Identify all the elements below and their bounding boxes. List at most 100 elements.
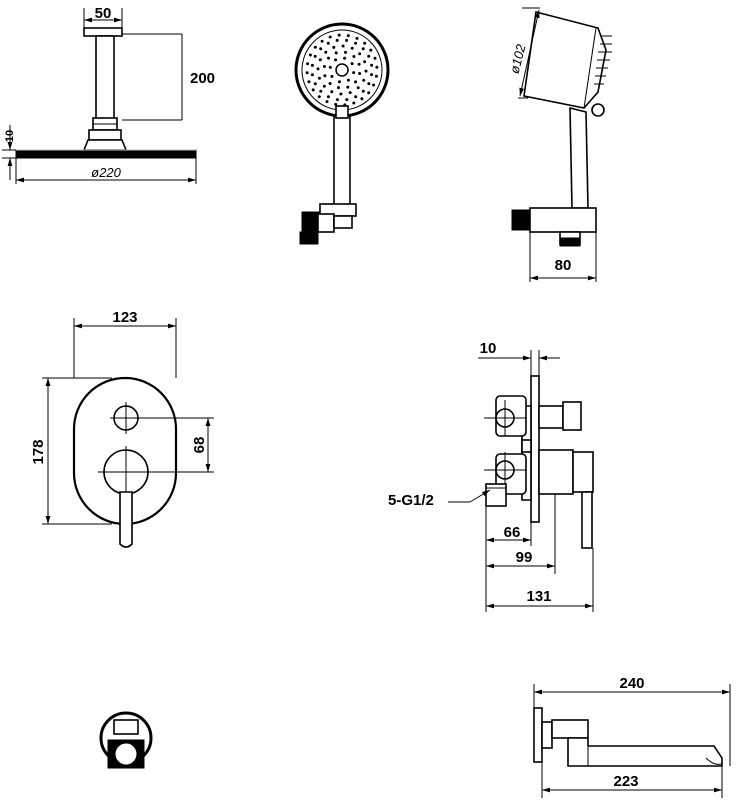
label-spout-total: 240 xyxy=(619,675,644,692)
nozzle-dot xyxy=(317,95,321,99)
nozzle-dot xyxy=(335,98,339,102)
dim-spout-total: 240 xyxy=(533,675,731,766)
nozzle-dot xyxy=(372,83,376,87)
nozzle-dot xyxy=(334,58,338,62)
nozzle-dot xyxy=(322,84,326,88)
nozzle-dot xyxy=(361,89,365,93)
label-plate-height: 178 xyxy=(30,439,47,464)
dim-plate-thickness: 10 xyxy=(478,340,560,376)
nozzle-dot xyxy=(358,52,362,56)
nozzle-dot xyxy=(318,58,322,62)
hand-shower-side xyxy=(511,11,612,247)
nozzle-dot xyxy=(354,95,358,99)
nozzle-dot xyxy=(367,82,371,86)
nozzle-dot xyxy=(375,65,379,69)
nozzle-dot xyxy=(346,78,350,82)
nozzle-dot xyxy=(352,55,356,58)
nozzle-dot xyxy=(356,86,360,90)
nozzle-dot xyxy=(320,39,324,43)
nozzle-dot xyxy=(345,98,349,102)
nozzle-dot xyxy=(322,65,326,68)
spout-side xyxy=(533,707,723,767)
nozzle-dot xyxy=(357,62,361,66)
nozzle-dot xyxy=(350,46,354,50)
rain-shower-head xyxy=(15,27,197,159)
nozzle-dot xyxy=(328,82,332,85)
nozzle-dot xyxy=(352,101,356,105)
nozzle-dot xyxy=(345,38,349,42)
nozzle-dot xyxy=(346,85,350,89)
nozzle-dot xyxy=(334,51,338,55)
nozzle-dot xyxy=(326,41,330,45)
nozzle-dot xyxy=(364,69,368,73)
nozzle-dot xyxy=(311,88,315,92)
label-rain-drop: 200 xyxy=(190,70,215,87)
dim-rain-arm: 50 xyxy=(83,5,123,30)
nozzle-dot xyxy=(334,102,338,106)
nozzle-dot xyxy=(310,63,314,67)
dim-depth-99: 99 xyxy=(486,494,556,574)
nozzle-dot xyxy=(370,63,374,67)
nozzle-dot xyxy=(323,74,327,78)
nozzle-dot xyxy=(330,74,334,78)
nozzle-dot xyxy=(308,53,312,57)
nozzle-dot xyxy=(319,89,323,93)
nozzle-dot xyxy=(354,80,357,84)
nozzle-dot xyxy=(316,67,320,71)
spout-front xyxy=(99,711,153,769)
label-depth-131: 131 xyxy=(526,588,551,605)
nozzle-dot xyxy=(337,80,341,84)
nozzle-dot xyxy=(317,76,321,80)
nozzle-dot xyxy=(337,86,340,90)
nozzle-dot xyxy=(360,97,364,101)
label-plate-thickness: 10 xyxy=(480,340,497,357)
nozzle-dot xyxy=(305,71,309,75)
nozzle-dot xyxy=(339,92,343,96)
nozzle-dot xyxy=(355,36,359,40)
nozzle-dot xyxy=(335,38,339,42)
dim-plate-height: 178 xyxy=(30,377,112,525)
dim-rain-thickness: 10 xyxy=(2,125,16,180)
nozzle-dot xyxy=(362,78,366,82)
nozzle-dot xyxy=(307,80,311,84)
label-rain-thickness: 10 xyxy=(4,130,16,142)
dim-hand-diameter: ø102 xyxy=(507,7,540,99)
dim-depth-131: 131 xyxy=(486,548,594,612)
nozzle-dot xyxy=(325,100,329,104)
nozzle-dot xyxy=(348,91,352,95)
nozzle-dot xyxy=(328,35,332,39)
label-depth-66: 66 xyxy=(504,524,521,541)
label-rain-diameter: ø220 xyxy=(91,165,121,180)
nozzle-dot xyxy=(373,56,377,60)
nozzle-dot xyxy=(350,62,354,66)
nozzle-dot xyxy=(313,45,317,49)
nozzle-dot xyxy=(337,33,341,37)
label-holder-depth: 80 xyxy=(555,257,572,274)
nozzle-dot xyxy=(369,48,373,52)
nozzle-dot xyxy=(344,50,347,54)
nozzle-dot xyxy=(341,44,345,48)
nozzle-dot xyxy=(330,90,334,94)
nozzle-dot xyxy=(343,56,347,60)
nozzle-dot xyxy=(358,72,362,75)
mixer-side-section xyxy=(484,375,594,549)
nozzle-dot xyxy=(306,62,310,66)
nozzle-dot xyxy=(352,71,356,75)
trim-plate-front xyxy=(72,376,178,548)
nozzle-dot xyxy=(354,41,358,45)
nozzle-dot xyxy=(363,60,367,64)
nozzle-dot xyxy=(313,54,317,58)
nozzle-dot xyxy=(367,54,371,58)
nozzle-dot xyxy=(319,47,323,51)
nozzle-dot xyxy=(363,41,367,45)
nozzle-dot xyxy=(374,74,378,78)
label-hand-diameter: ø102 xyxy=(507,42,529,75)
label-spout-reach: 223 xyxy=(613,773,638,790)
dim-rain-diameter: ø220 xyxy=(15,158,197,184)
nozzle-dot xyxy=(310,73,314,77)
dim-plate-width: 123 xyxy=(73,309,177,378)
dim-plate-spacing: 68 xyxy=(142,417,214,473)
dim-spout-reach: 223 xyxy=(541,762,723,798)
label-rain-arm: 50 xyxy=(95,5,112,22)
